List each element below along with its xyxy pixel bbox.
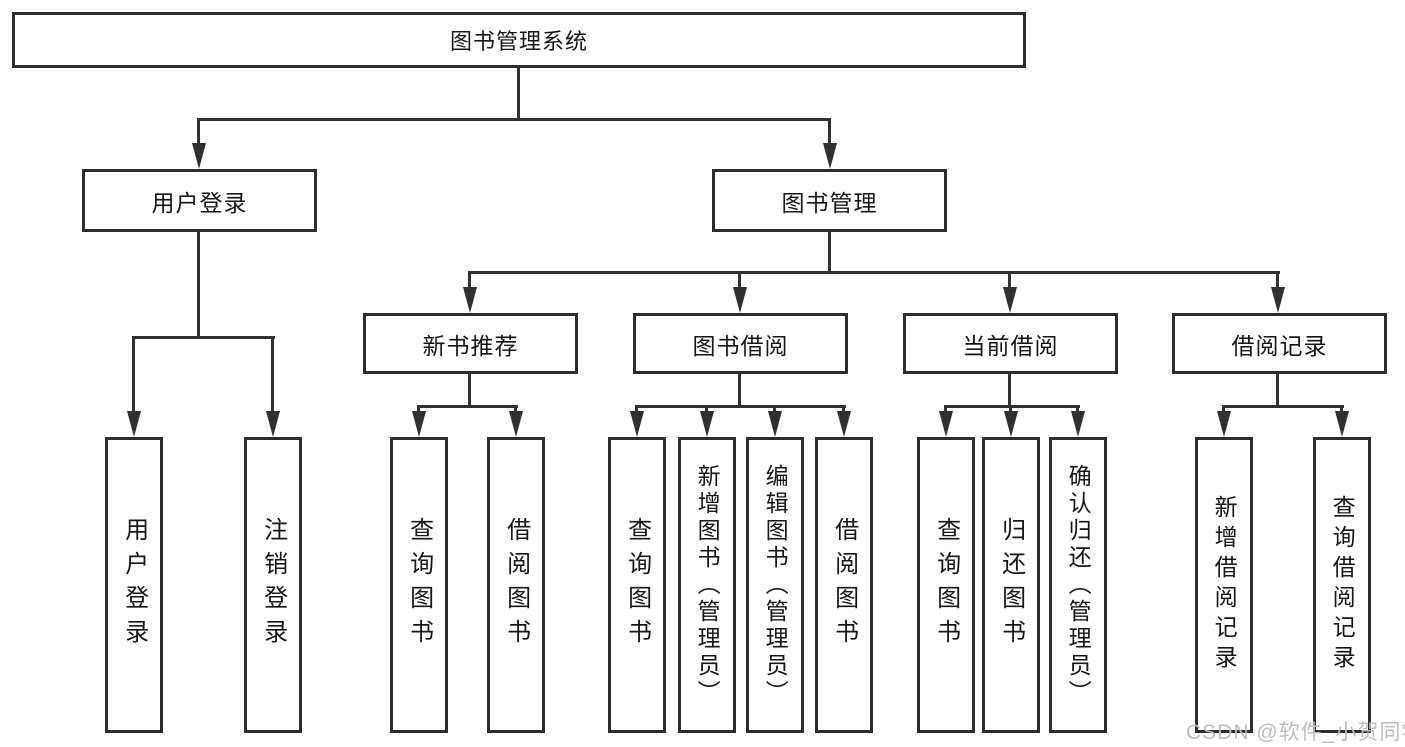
node-label: 查询图书 <box>623 517 651 653</box>
arrowhead-return-books <box>1004 411 1018 437</box>
arrowhead-query-books-2 <box>630 411 644 437</box>
connector-new-book-stem <box>468 372 471 407</box>
connector-user-login-stem <box>197 230 200 338</box>
arrowhead-book-borrowing <box>733 287 747 313</box>
connector-drop-borrow-books-1 <box>514 405 517 412</box>
connector-drop-add-record <box>1222 405 1225 412</box>
node-label: 图书借阅 <box>692 332 789 359</box>
node-new-book-recommendation: 新书推荐 <box>363 313 578 374</box>
leaf-edit-books-admin: 编辑图书（管理员） <box>746 437 804 733</box>
connector-drop-leaf-user-login <box>132 336 135 412</box>
node-label: 用户登录 <box>120 517 148 653</box>
node-label: 图书管理系统 <box>449 29 588 54</box>
node-label: 借阅图书 <box>502 517 530 653</box>
connector-borrowing-records-stem <box>1276 372 1279 407</box>
leaf-query-books-2: 查询图书 <box>608 437 666 733</box>
connector-drop-query-books-3 <box>944 405 947 412</box>
connector-book-borrowing-stem <box>738 372 741 407</box>
node-label: 图书管理 <box>781 189 878 216</box>
node-label: 编辑图书（管理员） <box>762 463 789 707</box>
node-book-management: 图书管理 <box>712 169 947 232</box>
connector-drop-query-books-1 <box>417 405 420 412</box>
arrowhead-add-record <box>1217 411 1231 437</box>
connector-book-borrowing-rail <box>635 405 846 408</box>
node-label: 用户登录 <box>151 189 248 216</box>
node-label: 新增借阅记录 <box>1211 495 1238 675</box>
arrowhead-new-book <box>463 287 477 313</box>
connector-borrowing-records-rail <box>1222 405 1344 408</box>
connector-drop-add-books <box>705 405 708 412</box>
node-label: 注销登录 <box>259 517 287 653</box>
connector-drop-borrow-books-2 <box>842 405 845 412</box>
leaf-add-borrow-record: 新增借阅记录 <box>1195 437 1253 733</box>
connector-drop-return-books <box>1009 405 1012 412</box>
node-book-borrowing: 图书借阅 <box>633 313 848 374</box>
connector-drop-book-borrowing <box>738 271 741 288</box>
node-current-borrowing: 当前借阅 <box>903 313 1118 374</box>
connector-root-rail <box>197 118 831 121</box>
leaf-borrow-books-2: 借阅图书 <box>815 437 873 733</box>
arrowhead-borrow-books-1 <box>509 411 523 437</box>
connector-drop-leaf-logout <box>271 336 274 412</box>
leaf-logout: 注销登录 <box>244 437 302 733</box>
leaf-borrow-books-1: 借阅图书 <box>487 437 545 733</box>
connector-drop-query-books-2 <box>635 405 638 412</box>
arrowhead-add-books <box>700 411 714 437</box>
node-label: 借阅图书 <box>830 517 858 653</box>
connector-book-management-rail <box>468 271 1280 274</box>
leaf-return-books: 归还图书 <box>982 437 1040 733</box>
node-label: 当前借阅 <box>962 332 1059 359</box>
connector-drop-borrowing-records <box>1276 271 1279 288</box>
arrowhead-user-login <box>192 143 206 169</box>
arrowhead-leaf-user-login <box>127 411 141 437</box>
leaf-query-books-3: 查询图书 <box>917 437 975 733</box>
arrowhead-query-record <box>1335 411 1349 437</box>
node-label: 新书推荐 <box>422 332 519 359</box>
node-label: 查询图书 <box>405 517 433 653</box>
arrowhead-leaf-logout <box>266 411 280 437</box>
arrowhead-query-books-1 <box>412 411 426 437</box>
connector-current-borrowing-stem <box>1008 372 1011 407</box>
connector-user-login-rail <box>132 336 275 339</box>
arrowhead-edit-books <box>768 411 782 437</box>
node-label: 查询图书 <box>932 517 960 653</box>
leaf-confirm-return-admin: 确认归还（管理员） <box>1049 437 1107 733</box>
connector-drop-edit-books <box>773 405 776 412</box>
leaf-query-books-1: 查询图书 <box>390 437 448 733</box>
node-label: 新增图书（管理员） <box>694 463 721 707</box>
connector-drop-query-record <box>1340 405 1343 412</box>
connector-drop-current-borrowing <box>1008 271 1011 288</box>
connector-book-management-stem <box>828 230 831 273</box>
connector-drop-confirm-return <box>1076 405 1079 412</box>
node-root-library-system: 图书管理系统 <box>12 12 1026 68</box>
arrowhead-confirm-return <box>1071 411 1085 437</box>
connector-root-stem <box>517 66 520 120</box>
arrowhead-query-books-3 <box>939 411 953 437</box>
connector-drop-new-book <box>468 271 471 288</box>
connector-drop-book-management <box>828 118 831 144</box>
connector-current-borrowing-rail <box>944 405 1080 408</box>
node-label: 借阅记录 <box>1231 332 1328 359</box>
csdn-watermark: CSDN @软件_小贺同学 <box>1186 721 1405 744</box>
leaf-add-books-admin: 新增图书（管理员） <box>678 437 736 733</box>
node-label: 归还图书 <box>997 517 1025 653</box>
connector-new-book-rail <box>417 405 518 408</box>
arrowhead-book-management <box>823 143 837 169</box>
leaf-user-login: 用户登录 <box>105 437 163 733</box>
node-borrowing-records: 借阅记录 <box>1172 313 1387 374</box>
node-label: 确认归还（管理员） <box>1065 463 1092 707</box>
arrowhead-current-borrowing <box>1003 287 1017 313</box>
node-label: 查询借阅记录 <box>1329 495 1356 675</box>
arrowhead-borrow-books-2 <box>837 411 851 437</box>
connector-drop-user-login <box>197 118 200 144</box>
arrowhead-borrowing-records <box>1271 287 1285 313</box>
leaf-query-borrow-record: 查询借阅记录 <box>1313 437 1371 733</box>
node-user-login: 用户登录 <box>82 169 317 232</box>
